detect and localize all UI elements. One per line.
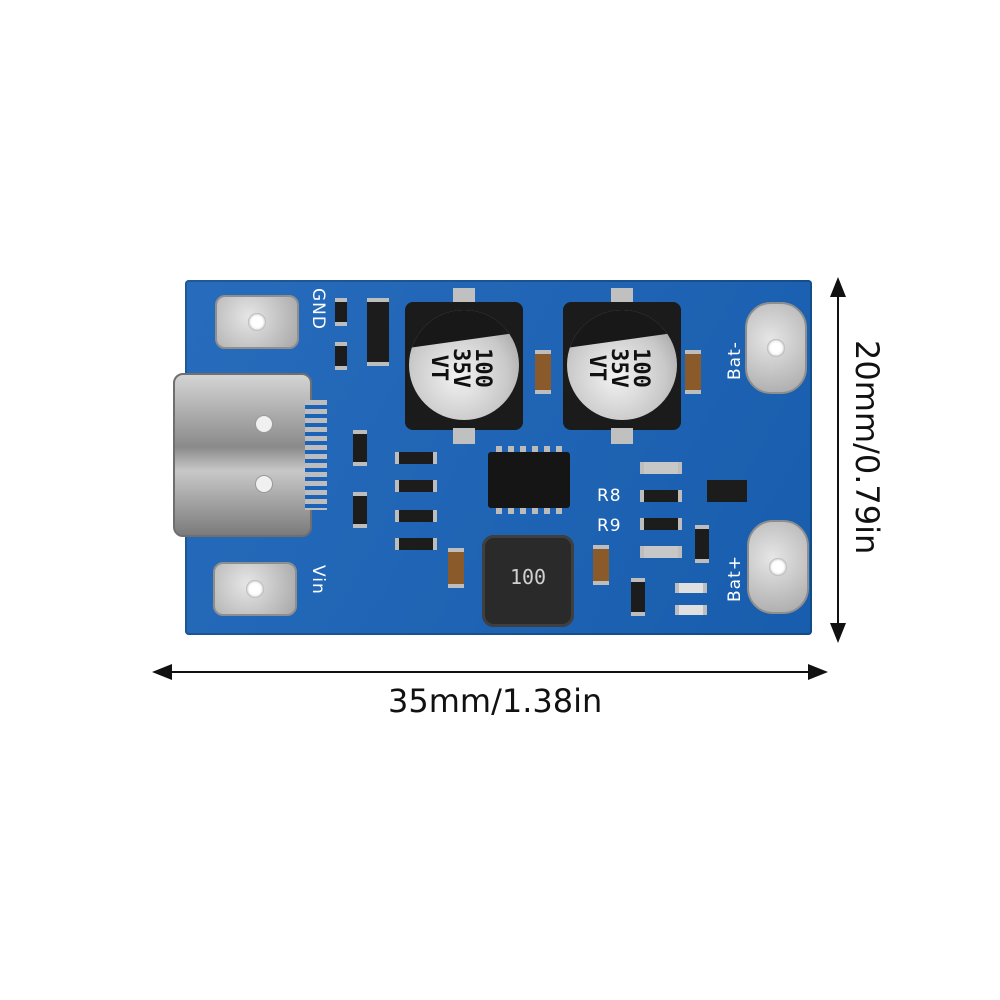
silk-gnd: GND [308, 288, 328, 330]
smd-1d21 [695, 525, 709, 563]
smd-103-b [395, 538, 437, 550]
smd-right-of-cap [685, 350, 701, 394]
smd-left-of-inductor [448, 548, 464, 588]
smd-right-of-inductor [593, 545, 609, 585]
silk-bat-minus: Bat- [725, 341, 745, 380]
silk-r8: R8 [597, 486, 622, 506]
resistor-rd10 [367, 298, 389, 366]
smd-200 [335, 342, 347, 370]
smd-151 [335, 298, 347, 326]
smd-4r2 [631, 578, 645, 616]
silk-vin: Vin [308, 565, 328, 595]
height-dimension-label: 20mm/0.79in [848, 340, 886, 555]
bat-minus-pad [745, 302, 807, 394]
capacitor-right: 100 35V VT [563, 288, 681, 444]
height-dimension-arrow [830, 277, 846, 643]
pcb-board: 100 35V VT 100 35V VT 100 GND Vin Bat- B… [173, 280, 812, 635]
smd-512-a [353, 430, 367, 466]
smd-between-caps [535, 350, 551, 394]
silk-bat-plus: Bat+ [725, 555, 745, 602]
silk-r9: R9 [597, 516, 622, 536]
width-dimension-label: 35mm/1.38in [388, 682, 603, 720]
smd-e01 [395, 452, 437, 464]
usb-c-pins [305, 400, 327, 510]
bat-plus-pad [747, 520, 809, 614]
smd-top-right-a [640, 462, 682, 474]
vin-pad [213, 562, 297, 616]
capacitor-left: 100 35V VT [405, 288, 523, 444]
smd-512-b [353, 492, 367, 528]
led-a [675, 583, 707, 593]
transistor [707, 480, 747, 502]
led-b [675, 605, 707, 615]
gnd-pad [215, 295, 299, 349]
smd-b8e [395, 480, 437, 492]
inductor: 100 [482, 535, 574, 627]
usb-c-connector [173, 373, 312, 537]
capacitor-right-label: 100 35V VT [584, 348, 653, 388]
width-dimension-arrow [152, 664, 828, 680]
smd-top-right-b [640, 546, 682, 558]
smd-4n5 [640, 518, 682, 530]
controller-ic [488, 446, 570, 514]
capacitor-left-label: 100 35V VT [426, 348, 495, 388]
smd-103-a [395, 510, 437, 522]
smd-12e [640, 490, 682, 502]
